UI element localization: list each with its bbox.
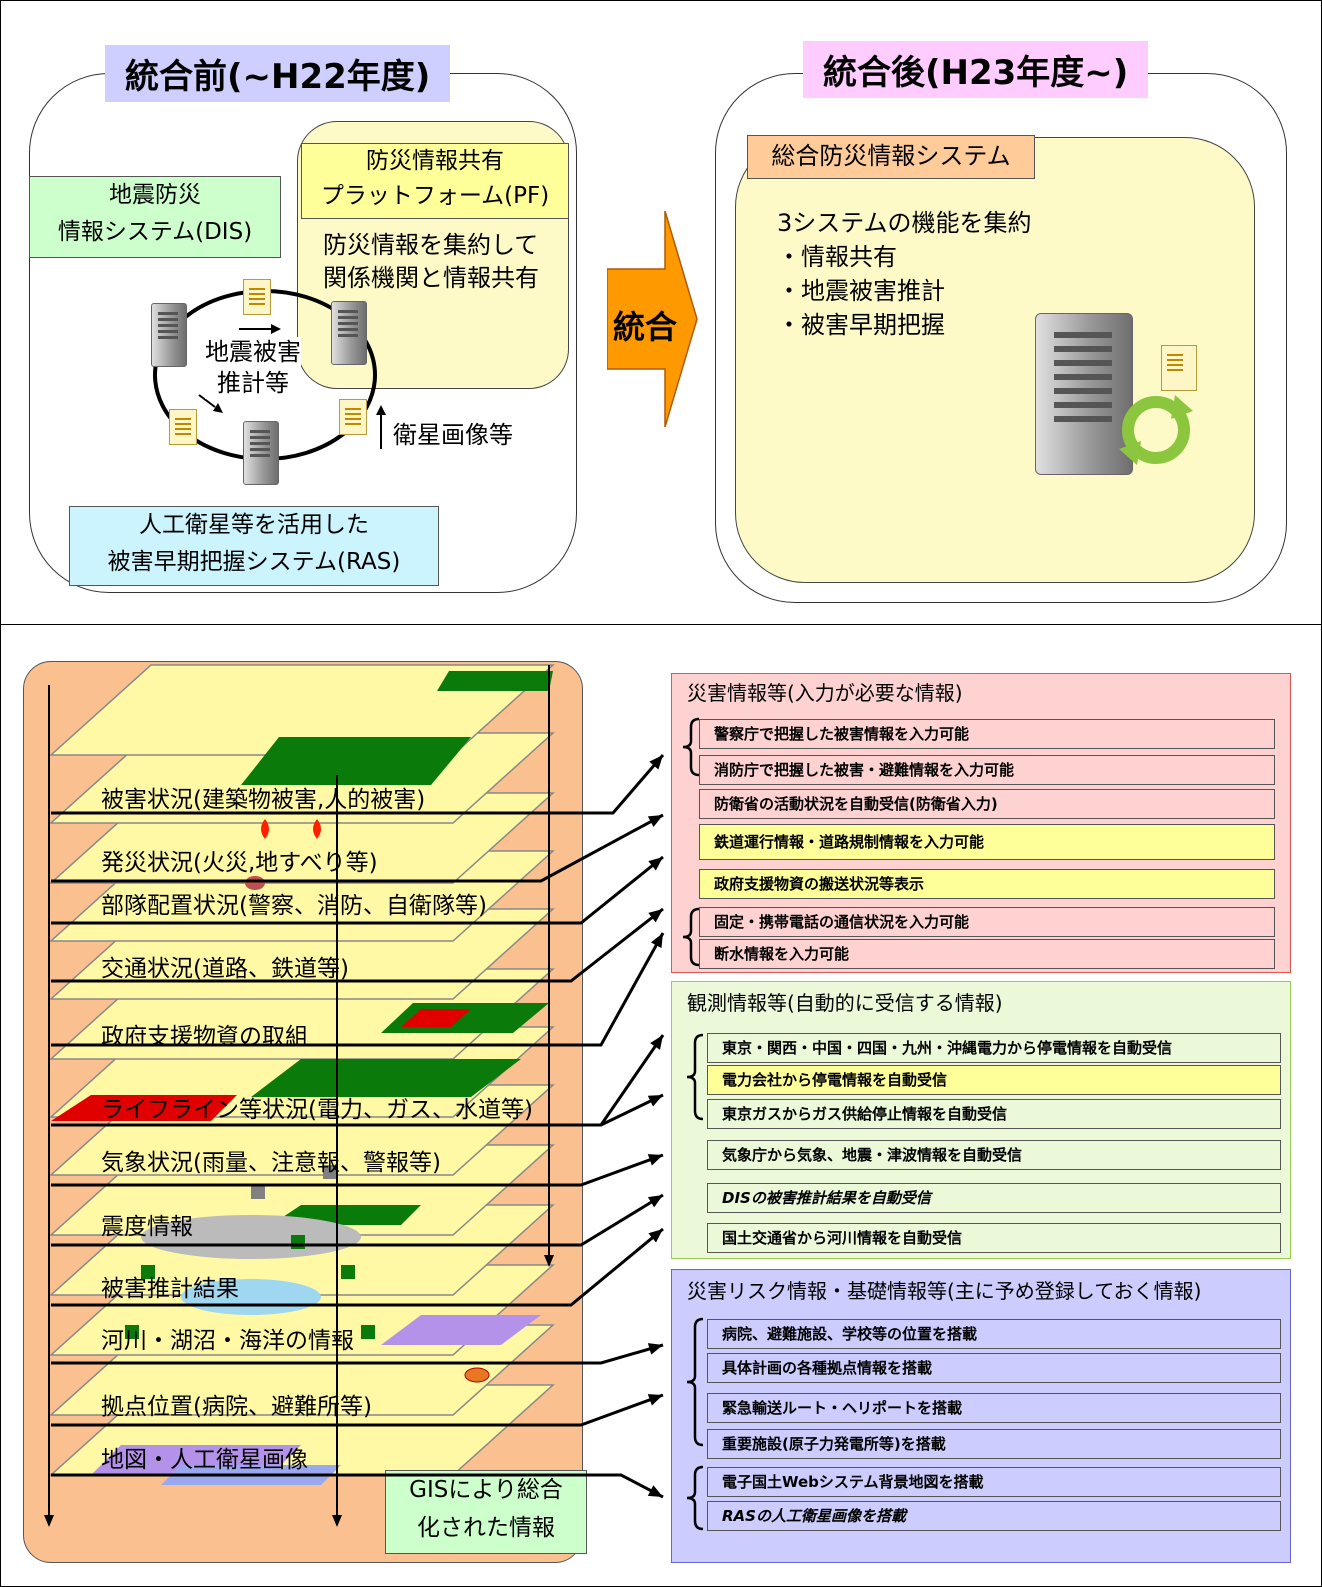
before-title: 統合前(~H22年度): [105, 45, 451, 102]
pf-title-line-1: 防災情報共有: [366, 148, 504, 174]
category-title: 観測情報等(自動的に受信する情報): [687, 991, 1003, 1015]
refresh-icon: [1119, 395, 1193, 465]
layer-label: 気象状況(雨量、注意報、警報等): [101, 1150, 441, 1176]
layer-label: 被害推計結果: [101, 1276, 239, 1302]
damage-est-line-1: 地震被害: [205, 338, 301, 366]
connector-arrowhead: [647, 1485, 663, 1497]
integrated-system-name: 総合防災情報システム: [747, 135, 1035, 179]
dis-line-2: 情報システム(DIS): [57, 219, 253, 245]
layer-label: 河川・湖沼・海洋の情報: [101, 1328, 354, 1354]
map-patch: [437, 671, 553, 691]
stack-axis-arrow: [332, 1515, 342, 1527]
info-item: 東京ガスからガス供給停止情報を自動受信: [707, 1099, 1281, 1129]
info-item: 緊急輸送ルート・ヘリポートを搭載: [707, 1393, 1281, 1423]
dis-label: 地震防災 情報システム(DIS): [29, 176, 281, 258]
connector-arrowhead: [648, 1229, 663, 1243]
gis-label: GISにより総合 化された情報: [385, 1470, 587, 1554]
gis-line-2: 化された情報: [417, 1515, 555, 1541]
info-item: 電力会社から停電情報を自動受信: [707, 1065, 1281, 1095]
pf-title: 防災情報共有 プラットフォーム(PF): [301, 143, 569, 219]
pf-title-line-2: プラットフォーム(PF): [320, 183, 550, 209]
info-item: 東京・関西・中国・四国・九州・沖縄電力から停電情報を自動受信: [707, 1033, 1281, 1063]
connector-arrowhead: [647, 815, 663, 827]
info-item: 断水情報を入力可能: [699, 939, 1275, 969]
info-item: 鉄道運行情報・道路規制情報を入力可能: [699, 824, 1275, 860]
map-patch: [241, 737, 471, 785]
map-marker: [125, 1325, 139, 1339]
ras-server-icon: [243, 421, 279, 485]
connector-arrowhead: [647, 1195, 663, 1208]
connector-arrowhead: [648, 909, 663, 923]
connector-arrowhead: [647, 1343, 663, 1355]
document-icon: [1161, 345, 1197, 391]
info-item: 気象庁から気象、地震・津波情報を自動受信: [707, 1140, 1281, 1170]
document-icon: [243, 279, 271, 315]
layer-label: 交通状況(道路、鉄道等): [101, 956, 349, 982]
info-item: 固定・携帯電話の通信状況を入力可能: [699, 907, 1275, 937]
info-item: DISの被害推計結果を自動受信: [707, 1183, 1281, 1213]
document-icon: [339, 399, 367, 435]
ras-line-1: 人工衛星等を活用した: [139, 512, 369, 538]
layer-label: 発災状況(火災,地すべり等): [101, 850, 378, 876]
pf-description: 防災情報を集約して 関係機関と情報共有: [323, 229, 539, 295]
connector-arrowhead: [648, 857, 663, 871]
map-marker: [251, 1185, 265, 1199]
map-marker: [291, 1235, 305, 1249]
function-item: ・情報共有: [777, 243, 897, 271]
layer-label: 地図・人工衛星画像: [101, 1447, 308, 1473]
info-item: 防衛省の活動状況を自動受信(防衛省入力): [699, 789, 1275, 819]
layer-label: 部隊配置状況(警察、消防、自衛隊等): [101, 893, 487, 919]
ras-line-2: 被害早期把握システム(RAS): [107, 549, 401, 575]
dis-line-1: 地震防災: [109, 182, 201, 208]
functions-heading: 3システムの機能を集約: [777, 209, 1032, 237]
function-item: ・被害早期把握: [777, 311, 945, 339]
info-item: 消防庁で把握した被害・避難情報を入力可能: [699, 755, 1275, 785]
info-item: RASの人工衛星画像を搭載: [707, 1501, 1281, 1531]
gis-line-1: GISにより総合: [409, 1477, 563, 1503]
connector-arrowhead: [650, 1035, 663, 1050]
map-marker: [361, 1325, 375, 1339]
info-item: 重要施設(原子力発電所等)を搭載: [707, 1429, 1281, 1459]
pf-server-icon: [331, 301, 367, 365]
integrated-server-icon: [1035, 313, 1133, 475]
info-item: 病院、避難施設、学校等の位置を搭載: [707, 1319, 1281, 1349]
layer-label: 被害状況(建築物被害,人的被害): [101, 787, 426, 813]
map-patch: [381, 1315, 541, 1345]
dis-server-icon: [151, 303, 187, 367]
info-item: 具体計画の各種拠点情報を搭載: [707, 1353, 1281, 1383]
ras-label: 人工衛星等を活用した 被害早期把握システム(RAS): [69, 506, 439, 586]
info-item: 国土交通省から河川情報を自動受信: [707, 1223, 1281, 1253]
pf-desc-line-1: 防災情報を集約して: [323, 231, 539, 259]
connector-arrowhead: [647, 1095, 663, 1107]
damage-estimate-label: 地震被害 推計等: [205, 337, 301, 399]
stack-axis-arrow: [44, 1515, 54, 1527]
connector-arrowhead: [649, 755, 663, 770]
pf-desc-line-2: 関係機関と情報共有: [323, 264, 539, 292]
layer-label: 政府支援物資の取組: [101, 1024, 308, 1050]
connector-arrowhead: [647, 1394, 663, 1406]
integration-label: 統合: [613, 308, 678, 346]
map-marker: [341, 1265, 355, 1279]
layer-label: ライフライン等状況(電力、ガス、水道等): [101, 1097, 533, 1123]
integration-arrow: [607, 211, 698, 427]
connector-arrowhead: [650, 933, 663, 949]
bottom-panel: 被害状況(建築物被害,人的被害) 発災状況(火災,地すべり等) 部隊配置状況(警…: [0, 624, 1322, 1587]
layer-label: 拠点位置(病院、避難所等): [101, 1394, 372, 1420]
layer-label: 震度情報: [101, 1214, 193, 1240]
map-marker: [464, 1367, 490, 1383]
info-item: 警察庁で把握した被害情報を入力可能: [699, 719, 1275, 749]
functions-list: 3システムの機能を集約 ・情報共有 ・地震被害推計 ・被害早期把握: [777, 206, 1032, 342]
category-title: 災害情報等(入力が必要な情報): [687, 681, 963, 705]
top-panel: 統合前(~H22年度) 防災情報共有 プラットフォーム(PF) 防災情報を集約し…: [0, 0, 1322, 626]
document-icon: [169, 409, 197, 445]
connector-arrowhead: [647, 1154, 663, 1166]
info-item: 政府支援物資の搬送状況等表示: [699, 869, 1275, 899]
function-item: ・地震被害推計: [777, 277, 945, 305]
category-title: 災害リスク情報・基礎情報等(主に予め登録しておく情報): [687, 1279, 1202, 1303]
satellite-label: 衛星画像等: [393, 421, 513, 449]
damage-est-line-2: 推計等: [217, 369, 289, 397]
info-item: 電子国土Webシステム背景地図を搭載: [707, 1467, 1281, 1497]
after-title: 統合後(H23年度~): [803, 41, 1149, 98]
